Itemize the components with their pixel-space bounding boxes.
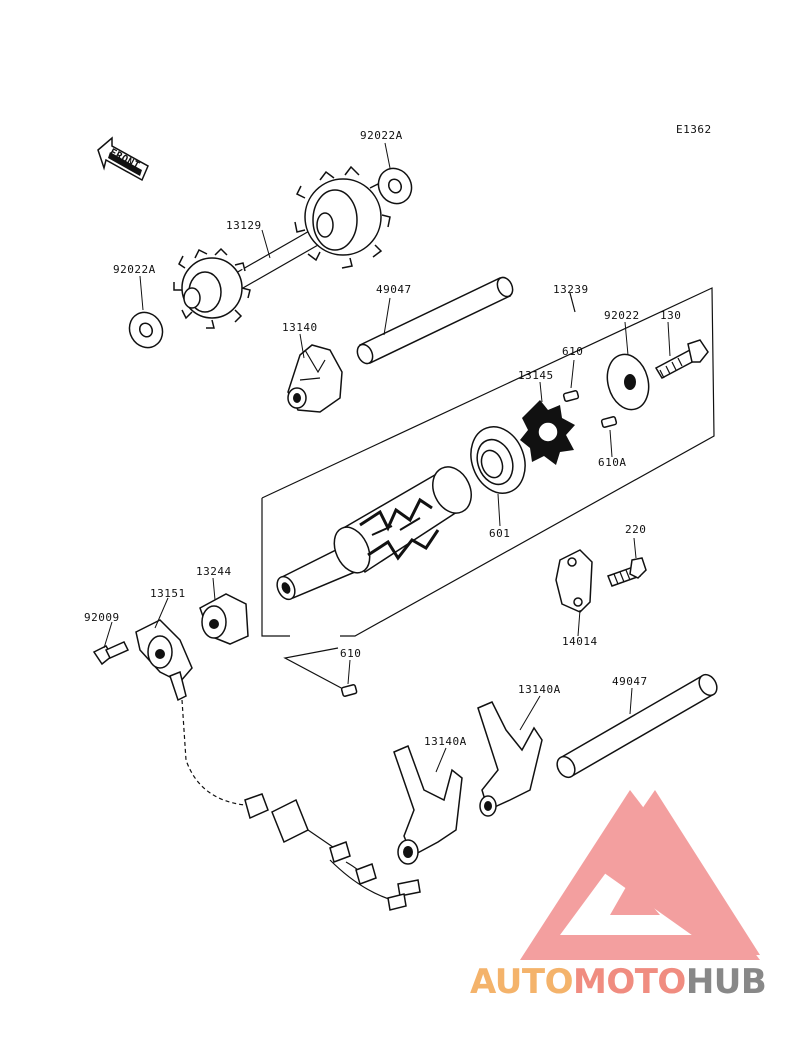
gear-shaft-13129 bbox=[173, 165, 391, 329]
part-label-130: 130 bbox=[660, 309, 682, 322]
part-label-92022A-left: 92022A bbox=[113, 263, 156, 276]
drum-cam-13145 bbox=[520, 400, 575, 465]
shift-rod-49047-bottom bbox=[556, 673, 718, 779]
shift-fork-13140A-right bbox=[477, 701, 543, 817]
washer-92022A-top bbox=[377, 167, 413, 205]
cam-13244 bbox=[199, 593, 249, 645]
leader-lines bbox=[103, 142, 671, 773]
bolt-130 bbox=[654, 339, 709, 379]
front-arrow-icon bbox=[97, 136, 149, 182]
part-label-610-top: 610 bbox=[562, 345, 584, 358]
washer-92022A-left bbox=[128, 311, 164, 349]
part-label-610-bottom: 610 bbox=[340, 647, 362, 660]
part-label-13239: 13239 bbox=[553, 283, 589, 296]
part-label-601: 601 bbox=[489, 527, 511, 540]
switch-13151 bbox=[135, 619, 193, 702]
part-label-49047-bottom: 49047 bbox=[612, 675, 648, 688]
part-label-220: 220 bbox=[625, 523, 647, 536]
washer-92022 bbox=[606, 353, 650, 411]
part-label-13129: 13129 bbox=[226, 219, 262, 232]
part-label-13244: 13244 bbox=[196, 565, 232, 578]
part-label-92022: 92022 bbox=[604, 309, 640, 322]
bearing-601 bbox=[470, 426, 526, 494]
part-label-13140A-left: 13140A bbox=[424, 735, 467, 748]
watermark-part-auto: AUTO bbox=[470, 962, 573, 1002]
part-label-14014: 14014 bbox=[562, 635, 598, 648]
watermark-text: AUTOMOTOHUB bbox=[470, 962, 767, 1002]
part-label-13140A-right: 13140A bbox=[518, 683, 561, 696]
pin-610-top bbox=[562, 390, 580, 402]
shift-fork-13140 bbox=[287, 344, 343, 413]
part-label-92022A-top: 92022A bbox=[360, 129, 403, 142]
screw-92009 bbox=[92, 641, 130, 666]
pin-610A bbox=[600, 416, 618, 428]
part-label-610A: 610A bbox=[598, 456, 627, 469]
bolt-220 bbox=[607, 557, 647, 587]
watermark-part-moto: MOTO bbox=[572, 962, 686, 1002]
watermark-logo-icon bbox=[520, 790, 760, 960]
part-label-92009: 92009 bbox=[84, 611, 120, 624]
diagram-code-label: E1362 bbox=[676, 123, 712, 136]
shift-drum-assembly-box bbox=[261, 287, 715, 691]
part-label-13151: 13151 bbox=[150, 587, 186, 600]
part-label-13145: 13145 bbox=[518, 369, 554, 382]
shift-drum bbox=[276, 466, 472, 601]
plate-14014 bbox=[555, 549, 593, 613]
watermark-part-hub: HUB bbox=[685, 962, 767, 1002]
part-label-13140: 13140 bbox=[282, 321, 318, 334]
wire-harness bbox=[181, 699, 421, 911]
pin-610-bottom bbox=[340, 684, 358, 697]
shift-rod-49047-top bbox=[356, 276, 514, 365]
part-label-49047-top: 49047 bbox=[376, 283, 412, 296]
shift-fork-13140A-left bbox=[393, 744, 463, 865]
